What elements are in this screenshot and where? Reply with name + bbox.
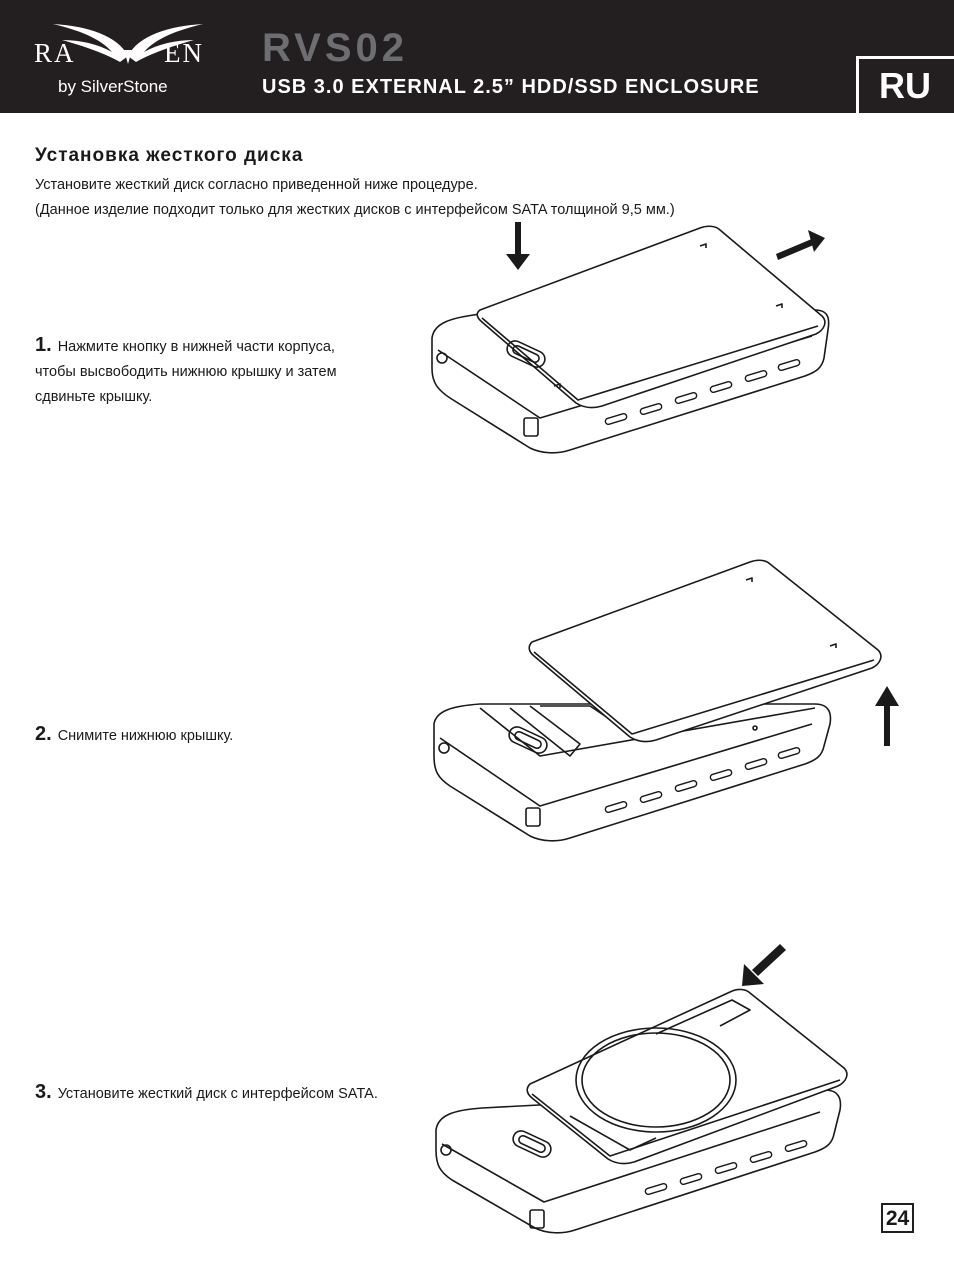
wings-icon: [53, 24, 203, 64]
step-1-line-2: чтобы высвободить нижнюю крышку и затем: [35, 364, 337, 380]
figure-step-3-enclosure: [435, 944, 848, 1234]
step-1-text: 1. Нажмите кнопку в нижней части корпуса,…: [35, 333, 337, 410]
step-2-number: 2.: [35, 723, 52, 745]
slide-arrow-icon: [776, 230, 825, 260]
page-number-box: 24: [881, 1203, 914, 1233]
step-1-number: 1.: [35, 334, 52, 356]
raven-logo: RA EN by SilverStone: [28, 16, 228, 106]
intro-line-2: (Данное изделие подходит только для жест…: [35, 202, 675, 218]
step-3-text: 3. Установите жесткий диск с интерфейсом …: [35, 1080, 378, 1107]
step-2-text: 2. Снимите нижнюю крышку.: [35, 722, 233, 749]
figure-step-2-enclosure: [433, 559, 899, 842]
insert-arrow-icon: [742, 944, 786, 986]
language-label: RU: [879, 65, 931, 106]
lift-arrow-icon: [875, 686, 899, 746]
step-3-number: 3.: [35, 1081, 52, 1103]
figure-step-1-enclosure: [431, 222, 830, 454]
intro-line-1: Установите жесткий диск согласно приведе…: [35, 177, 478, 193]
product-subtitle: USB 3.0 EXTERNAL 2.5” HDD/SSD ENCLOSURE: [262, 76, 760, 98]
model-name: RVS02: [262, 26, 409, 70]
logo-text-left: RA: [34, 38, 76, 68]
step-2-line-1: Снимите нижнюю крышку.: [57, 728, 234, 744]
push-arrow-icon: [506, 222, 530, 270]
step-3-line-1: Установите жесткий диск с интерфейсом SA…: [57, 1086, 378, 1102]
page-header: RA EN by SilverStone RVS02 USB 3.0 EXTER…: [0, 0, 954, 113]
step-1-line-3: сдвиньте крышку.: [35, 389, 153, 405]
section-title: Установка жесткого диска: [35, 145, 304, 166]
language-badge: RU: [856, 56, 954, 113]
logo-text-right: EN: [164, 38, 204, 68]
logo-subtitle: by SilverStone: [58, 77, 168, 96]
page-number: 24: [885, 1207, 910, 1230]
step-1-line-1: Нажмите кнопку в нижней части корпуса,: [57, 339, 335, 355]
